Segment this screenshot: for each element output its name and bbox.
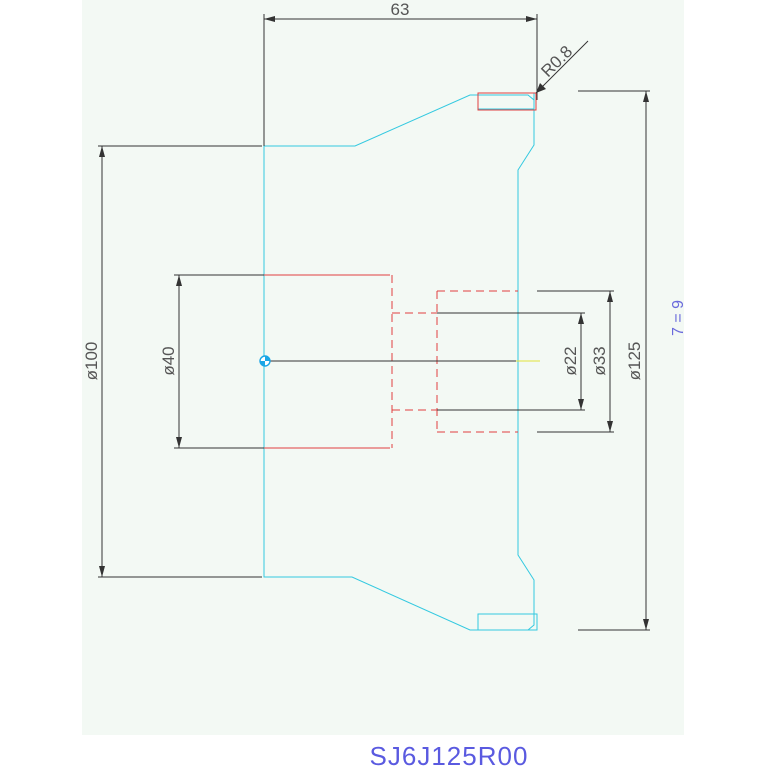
arrow-125-bottom: [643, 619, 649, 630]
arrow-40-bottom: [176, 437, 182, 448]
arrow-22-top: [578, 313, 584, 324]
dim-33-label: ø33: [590, 346, 609, 375]
arrow-100-top: [99, 146, 105, 157]
center-mark-quadrant-2: [260, 361, 265, 366]
dim-22-label: ø22: [561, 346, 580, 375]
arrow-125-top: [643, 91, 649, 102]
arrow-r08: [536, 83, 546, 93]
dimension-arrows: [99, 16, 649, 630]
arrow-100-bottom: [99, 566, 105, 577]
drawing-sheet: [82, 0, 684, 735]
arrow-33-top: [607, 291, 613, 302]
dim-125-label: ø125: [625, 342, 644, 381]
center-mark-icon: [259, 355, 271, 367]
note-text: 7 = 9: [670, 300, 687, 336]
dim-100-label: ø100: [82, 342, 101, 381]
dim-63-label: 63: [391, 0, 410, 19]
outer-profile-line: [263, 94, 535, 631]
arrow-63-left: [264, 16, 275, 22]
arrow-22-bottom: [578, 399, 584, 410]
dimension-lines: [98, 14, 650, 631]
arrow-33-bottom: [607, 421, 613, 432]
arrow-40-top: [176, 275, 182, 286]
arrow-63-right: [526, 16, 537, 22]
leader-r08: [535, 40, 589, 94]
center-mark-quadrant: [265, 356, 270, 361]
radius-callout-box: [477, 92, 537, 111]
drawing-title: SJ6J125R00: [370, 741, 529, 767]
groove-bottom-cyan: [477, 613, 538, 631]
dim-40-label: ø40: [159, 346, 178, 375]
